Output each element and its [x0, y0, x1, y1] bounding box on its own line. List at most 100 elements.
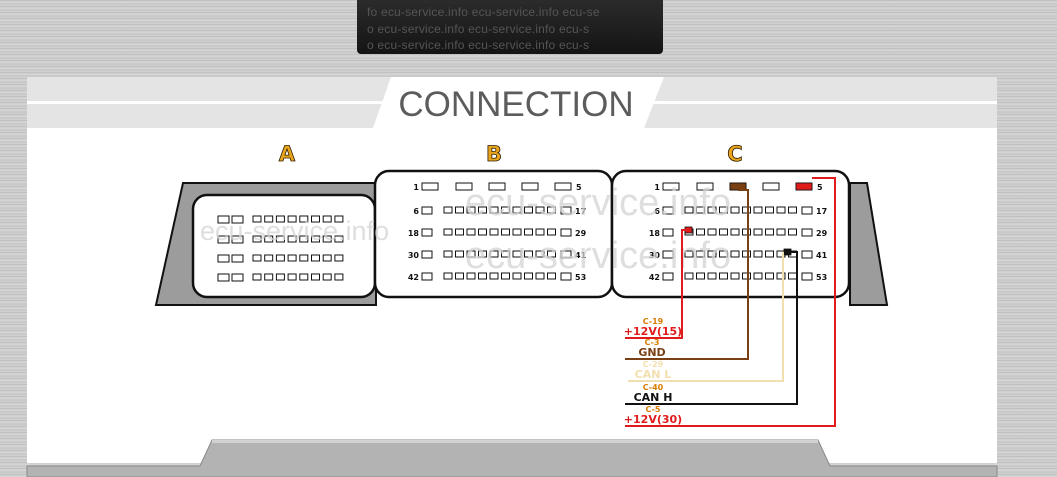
wire-label-c40: C-40 CAN H: [634, 383, 673, 404]
pin-a-cavity: [311, 215, 320, 223]
pin-cavity: [696, 228, 705, 236]
pin-a-cavity: [252, 273, 262, 281]
pin-a-cavity: [217, 215, 230, 224]
pin-cavity: [753, 250, 763, 258]
row-label-right: 17: [575, 207, 586, 216]
pin-c5-highlight: [795, 182, 813, 191]
pin-cavity-end: [662, 250, 674, 259]
pin-a-cavity: [264, 215, 274, 223]
pin-cavity: [466, 250, 476, 258]
pin-a-cavity: [252, 235, 262, 243]
wire-ref-c3: C-3: [645, 338, 660, 347]
wire-label-c19: C-19 +12V(15): [624, 317, 682, 338]
row-label-right: 5: [817, 183, 823, 192]
pin-cavity: [478, 228, 487, 236]
pin-a-cavity: [322, 215, 332, 223]
pin-cavity: [443, 250, 453, 258]
pin-a-cavity: [334, 254, 344, 262]
row-label-left: 18: [408, 229, 420, 238]
row-label-right: 41: [816, 251, 828, 260]
wire-name-c29: CAN L: [635, 368, 672, 381]
pin-a-cavity: [311, 254, 320, 262]
row-label-left: 1: [413, 183, 419, 192]
pin-cavity: [466, 206, 476, 214]
pin-cavity: [719, 272, 728, 280]
title-plate: [373, 77, 664, 128]
photo-watermark-3: o ecu-service.info ecu-service.info ecu-…: [367, 38, 590, 52]
connector-c-label: C: [727, 142, 742, 166]
wire-label-c29: C-29 CAN L: [635, 360, 672, 381]
pin-a-cavity: [287, 215, 297, 223]
pin-cavity-end: [801, 250, 813, 259]
pin-a-cavity: [322, 254, 332, 262]
pin-a-cavity: [264, 273, 274, 281]
row-label-left: 1: [654, 183, 660, 192]
pin-cavity: [742, 206, 751, 214]
pin-cavity: [443, 272, 453, 280]
pin-cavity: [489, 250, 499, 258]
pin-cavity-end: [421, 228, 433, 237]
wire-name-c3: GND: [638, 346, 665, 359]
pin-a-cavity: [322, 273, 332, 281]
row-label-right: 29: [575, 229, 587, 238]
pin-cavity-large: [421, 182, 439, 191]
pin-cavity-end: [421, 206, 433, 215]
page-title: CONNECTION: [398, 85, 633, 124]
pin-cavity-end: [560, 228, 572, 237]
pin-a-cavity: [334, 215, 344, 223]
pin-cavity: [443, 228, 453, 236]
wire-name-c40: CAN H: [634, 391, 673, 404]
pin-cavity: [730, 250, 740, 258]
pin-cavity-end: [560, 250, 572, 259]
pin-a-cavity: [264, 254, 274, 262]
pin-cavity: [466, 228, 476, 236]
wire-c3: [625, 189, 749, 360]
pin-cavity: [765, 272, 774, 280]
pin-cavity: [547, 206, 556, 214]
pin-cavity: [742, 272, 751, 280]
pin-cavity-end: [560, 206, 572, 215]
pin-cavity: [684, 250, 694, 258]
pin-cavity-large: [521, 182, 539, 191]
connector-shell-right: [849, 182, 889, 306]
row-label-right: 53: [575, 273, 586, 282]
pin-cavity: [443, 206, 453, 214]
pin-cavity-end: [801, 206, 813, 215]
pin-cavity-large: [455, 182, 473, 191]
wire-name-c19: +12V(15): [624, 325, 682, 338]
pin-cavity: [776, 228, 786, 236]
connector-a-pins: [217, 215, 344, 282]
pin-cavity: [753, 228, 763, 236]
pin-cavity: [478, 206, 487, 214]
pin-cavity: [501, 272, 510, 280]
pin-cavity: [535, 206, 545, 214]
pin-cavity-end: [421, 272, 433, 281]
pin-cavity: [524, 272, 533, 280]
pin-a-cavity: [299, 235, 309, 243]
pin-cavity-large: [554, 182, 572, 191]
row-label-right: 41: [575, 251, 587, 260]
pin-a-cavity: [231, 254, 244, 263]
row-label-left: 18: [649, 229, 661, 238]
connector-b-pins: [421, 182, 572, 281]
pin-cavity: [707, 250, 717, 258]
pin-c3-highlight: [729, 182, 747, 191]
pin-cavity-large: [762, 182, 780, 191]
pin-cavity: [512, 272, 522, 280]
pin-cavity: [765, 206, 774, 214]
pin-cavity: [512, 206, 522, 214]
watermark-b: ecu-service.info: [465, 182, 731, 224]
pin-cavity: [512, 250, 522, 258]
pin-cavity: [776, 206, 786, 214]
pin-a-cavity: [299, 273, 309, 281]
pin-a-cavity: [334, 273, 344, 281]
pin-a-cavity: [334, 235, 344, 243]
row-label-right: 53: [816, 273, 827, 282]
pin-cavity: [455, 250, 464, 258]
pin-cavity: [753, 272, 763, 280]
pin-cavity: [512, 228, 522, 236]
pin-a-cavity: [252, 215, 262, 223]
pin-cavity: [478, 250, 487, 258]
pin-cavity-end: [662, 272, 674, 281]
pin-a-cavity: [311, 273, 320, 281]
